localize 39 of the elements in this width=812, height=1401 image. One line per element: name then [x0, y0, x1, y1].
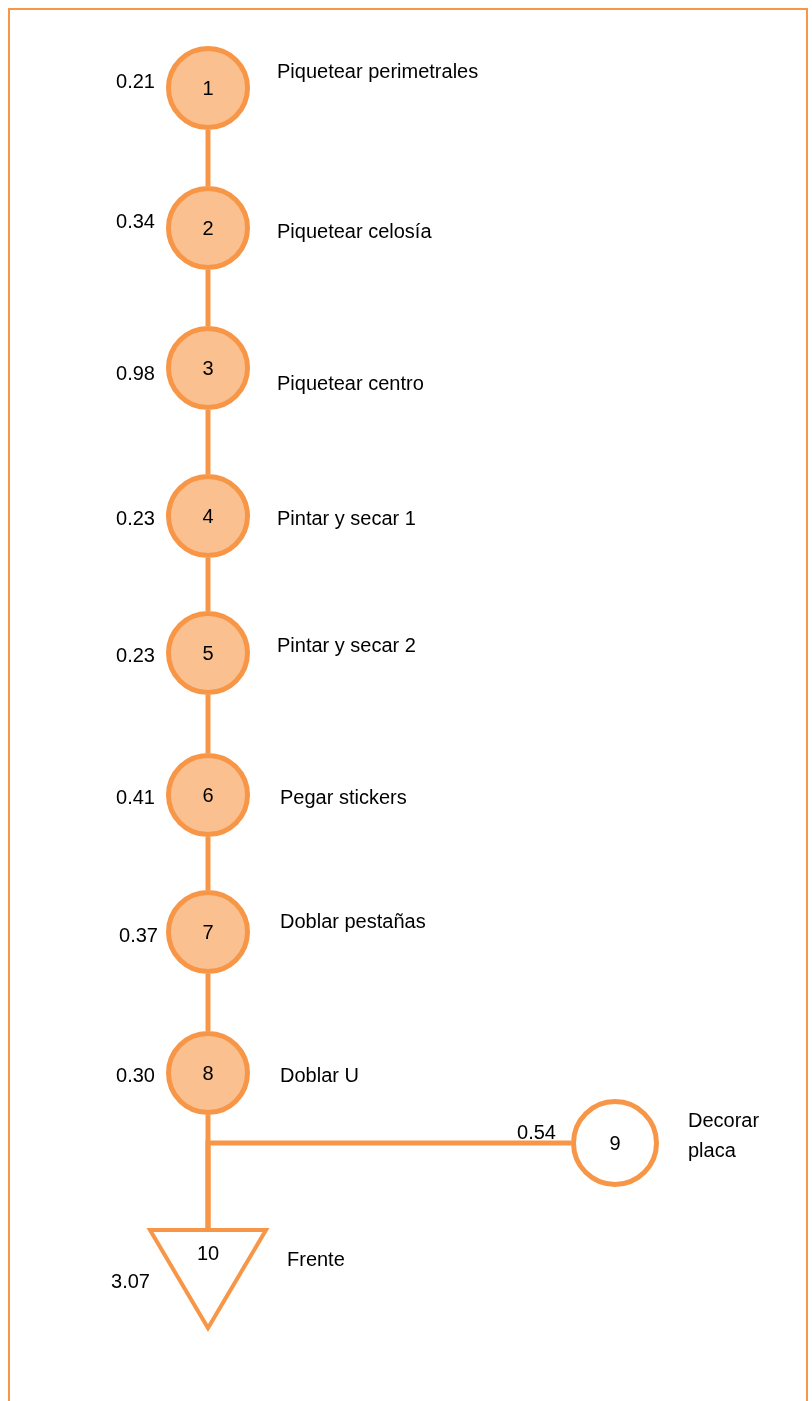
connector-line: [205, 270, 211, 326]
connector-line: [205, 837, 211, 890]
operation-label: Decorar placa: [688, 1108, 761, 1163]
storage-triangle: [148, 1228, 268, 1330]
time-value: 0.23: [116, 643, 155, 668]
operation-label: Doblar U: [280, 1063, 360, 1088]
step-number: 9: [609, 1131, 621, 1155]
time-value: 0.34: [116, 209, 155, 234]
operation-label: Piquetear celosía: [277, 219, 433, 244]
time-value: 0.54: [517, 1120, 556, 1145]
time-value: 3.07: [111, 1269, 150, 1294]
connector-line: [205, 410, 211, 474]
connector-line: [205, 695, 211, 753]
step-number: 5: [202, 641, 214, 665]
step-number: 4: [202, 504, 214, 528]
step-number: 10: [196, 1242, 220, 1266]
time-value: 0.41: [116, 785, 155, 810]
time-value: 0.30: [116, 1063, 155, 1088]
step-number: 6: [202, 783, 214, 807]
time-value: 0.98: [116, 361, 155, 386]
connector-line: [205, 974, 211, 1031]
time-value: 0.37: [119, 923, 158, 948]
step-number: 7: [202, 920, 214, 944]
connector-line: [205, 130, 211, 186]
operation-label: Pintar y secar 1: [277, 506, 417, 531]
step-number: 3: [202, 356, 214, 380]
operation-label: Pintar y secar 2: [277, 633, 417, 658]
connector-line: [205, 558, 211, 611]
operation-label: Piquetear centro: [277, 371, 425, 396]
step-number: 8: [202, 1061, 214, 1085]
connector-line: [205, 1140, 571, 1228]
time-value: 0.21: [116, 69, 155, 94]
operation-label: Doblar pestañas: [280, 909, 427, 934]
operation-label: Frente: [287, 1247, 346, 1272]
time-value: 0.23: [116, 506, 155, 531]
operation-label: Pegar stickers: [280, 785, 408, 810]
step-number: 2: [202, 216, 214, 240]
operation-label: Piquetear perimetrales: [277, 59, 480, 84]
step-number: 1: [202, 76, 214, 100]
